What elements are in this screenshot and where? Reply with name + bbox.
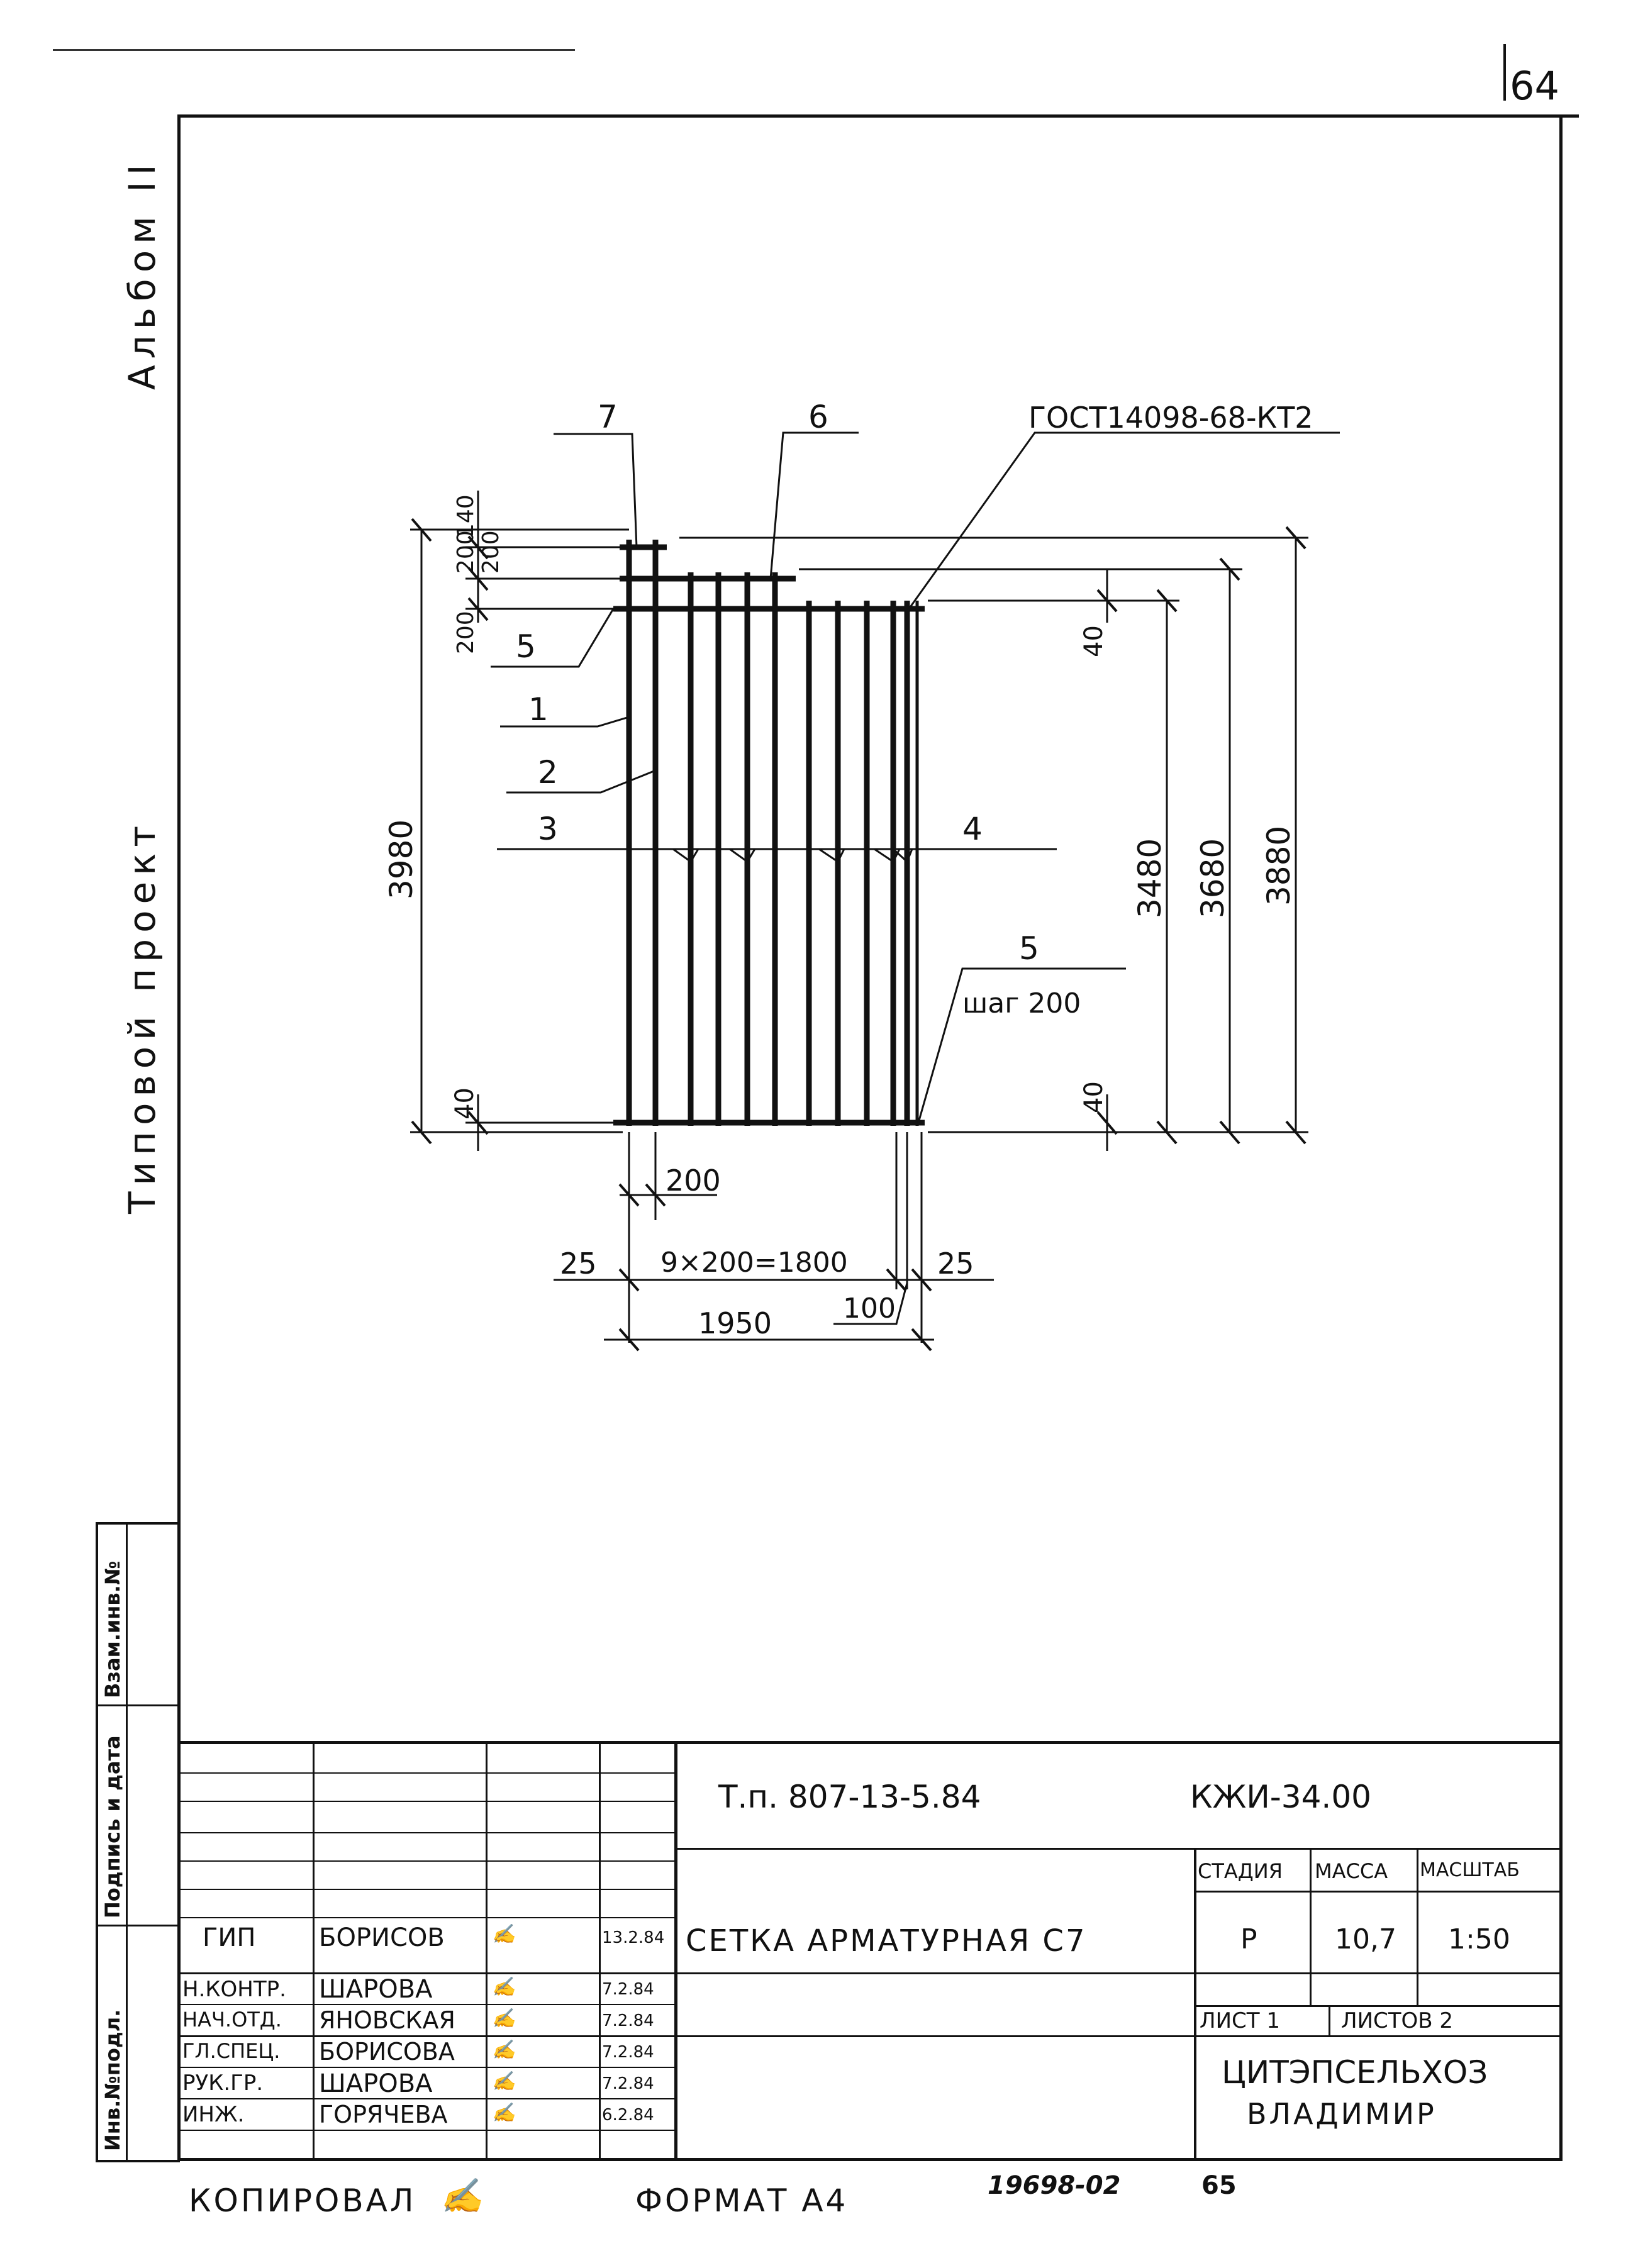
copier-signature: ✍: [440, 2176, 483, 2216]
footer-page-number: 65: [1201, 2171, 1237, 2200]
label-5-top: 5: [516, 628, 536, 665]
date-gip: 13.2.84: [602, 1928, 665, 1947]
leader-6: [769, 431, 859, 579]
page-number-divider: [1503, 44, 1506, 101]
label-7: 7: [598, 399, 618, 435]
name-nkontr: ШАРОВА: [319, 1975, 433, 2004]
name-gip: БОРИСОВ: [319, 1923, 445, 1952]
dim-25-right: 25: [937, 1247, 974, 1281]
mass-header: МАССА: [1315, 1859, 1388, 1883]
dim-200b: 200: [478, 530, 504, 574]
signature-nachotd: ✍: [492, 2008, 516, 2030]
role-inzh: ИНЖ.: [182, 2102, 245, 2127]
dim-200a: 200: [453, 530, 479, 574]
leader-2: [506, 769, 656, 794]
date-inzh: 6.2.84: [602, 2106, 654, 2125]
margin-stamp: [96, 1522, 180, 2162]
label-4: 4: [962, 811, 983, 847]
sheet-title: СЕТКА АРМАТУРНАЯ С7: [686, 1923, 1087, 1959]
margin-stamp-sep1: [96, 1704, 177, 1706]
dim-1950: 1950: [698, 1306, 772, 1340]
dim-3980: 3980: [383, 820, 420, 899]
signature-inzh: ✍: [492, 2102, 516, 2124]
label-5-bottom: 5: [1019, 930, 1039, 967]
label-6: 6: [808, 399, 828, 435]
date-nachotd: 7.2.84: [602, 2011, 654, 2030]
page-number: 64: [1510, 63, 1559, 109]
label-step: шаг 200: [962, 987, 1081, 1020]
label-gost: ГОСТ14098-68-КТ2: [1028, 401, 1313, 435]
top-rule: [53, 49, 575, 51]
archive-number: 19698-02: [988, 2171, 1121, 2200]
doc-code: КЖИ-34.00: [1190, 1779, 1371, 1815]
dim-200-bottom: 200: [666, 1164, 721, 1198]
signature-gip: ✍: [492, 1923, 516, 1945]
dim-140: 140: [453, 494, 479, 538]
date-rukgr: 7.2.84: [602, 2074, 654, 2093]
copied-label: КОПИРОВАЛ: [189, 2182, 416, 2219]
project-code: Т.п. 807-13-5.84: [718, 1779, 981, 1815]
leader-7: [554, 433, 638, 548]
signature-nkontr: ✍: [492, 1976, 516, 1998]
name-glspec: БОРИСОВА: [319, 2038, 455, 2065]
scale-header: МАСШТАБ: [1420, 1859, 1520, 1881]
dim-100: 100: [843, 1292, 896, 1325]
sheet-frame: [177, 114, 1563, 2161]
sheets-total: ЛИСТОВ 2: [1341, 2008, 1454, 2033]
leader-5-bottom: [917, 967, 1126, 1123]
name-rukgr: ШАРОВА: [319, 2069, 433, 2098]
margin-stamp-sep2: [96, 1925, 177, 1926]
label-1: 1: [528, 691, 549, 728]
margin-stamp-divider: [126, 1522, 128, 2160]
dim-40-right-bottom: 40: [1079, 1081, 1108, 1113]
role-nkontr: Н.КОНТР.: [182, 1977, 286, 2002]
signature-glspec: ✍: [492, 2039, 516, 2061]
leader-100: [833, 1282, 908, 1325]
leader-gost: [908, 431, 1340, 609]
leader-1: [500, 716, 630, 728]
title-block: Т.п. 807-13-5.84 КЖИ-34.00 СЕТКА АРМАТУР…: [177, 1741, 1563, 2161]
name-nachotd: ЯНОВСКАЯ: [319, 2006, 455, 2034]
date-nkontr: 7.2.84: [602, 1980, 654, 1999]
sheet-number: ЛИСТ 1: [1200, 2008, 1280, 2033]
role-gip: ГИП: [203, 1923, 256, 1952]
name-inzh: ГОРЯЧЕВА: [319, 2101, 448, 2128]
frame-top-extension: [1560, 114, 1579, 118]
dim-40-right-top: 40: [1079, 625, 1108, 657]
leader-5-top: [491, 608, 615, 668]
scale-value: 1:50: [1448, 1923, 1510, 1955]
role-glspec: ГЛ.СПЕЦ.: [182, 2039, 281, 2063]
dim-3480: 3480: [1132, 838, 1168, 918]
stage-value: Р: [1240, 1923, 1257, 1955]
dim-9x200: 9×200=1800: [660, 1247, 848, 1279]
role-rukgr: РУК.ГР.: [182, 2071, 264, 2096]
dim-3680: 3680: [1195, 838, 1231, 918]
role-nachotd: НАЧ.ОТД.: [182, 2008, 282, 2032]
dim-3880: 3880: [1261, 826, 1297, 906]
mass-value: 10,7: [1335, 1923, 1396, 1955]
format-label: ФОРМАТ А4: [635, 2182, 849, 2219]
dim-40-left: 40: [450, 1087, 479, 1120]
label-2: 2: [538, 754, 558, 791]
label-3: 3: [538, 811, 558, 847]
organization: ЦИТЭПСЕЛЬХОЗ: [1222, 2054, 1488, 2091]
date-glspec: 7.2.84: [602, 2043, 654, 2062]
stage-header: СТАДИЯ: [1198, 1859, 1283, 1883]
signature-rukgr: ✍: [492, 2071, 516, 2093]
city: ВЛАДИМИР: [1247, 2097, 1437, 2131]
dim-25-left: 25: [560, 1247, 597, 1281]
dim-200c: 200: [453, 611, 479, 654]
